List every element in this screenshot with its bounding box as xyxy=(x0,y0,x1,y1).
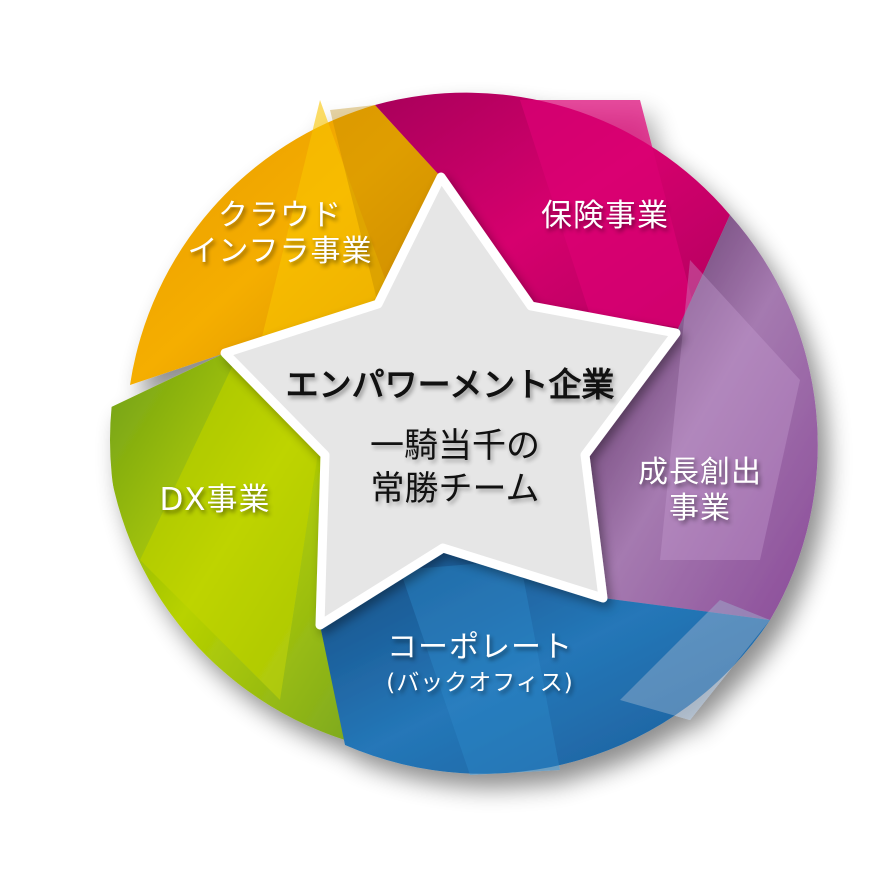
label-cloud-line1: クラウド xyxy=(218,198,342,233)
label-dx: DX事業 xyxy=(140,482,290,519)
label-growth-line2: 事業 xyxy=(669,491,731,526)
label-insurance: 保険事業 xyxy=(510,198,700,235)
center-star xyxy=(220,172,681,630)
center-subtitle-line1: 一騎当千の xyxy=(370,426,540,466)
center-subtitle: 一騎当千の 常勝チーム xyxy=(330,425,580,510)
label-insurance-line1: 保険事業 xyxy=(541,198,669,234)
label-cloud-line2: インフラ事業 xyxy=(187,234,373,269)
label-growth-line1: 成長創出 xyxy=(638,455,762,490)
label-corporate-line1: コーポレート xyxy=(387,630,573,665)
label-corporate: コーポレート (バックオフィス) xyxy=(360,630,600,698)
label-growth: 成長創出 事業 xyxy=(615,455,785,527)
center-subtitle-line2: 常勝チーム xyxy=(370,468,540,509)
center-title: エンパワーメント企業 xyxy=(285,365,615,404)
label-cloud: クラウド インフラ事業 xyxy=(170,198,390,270)
label-corporate-line2: (バックオフィス) xyxy=(386,670,574,696)
label-dx-line1: DX事業 xyxy=(159,482,271,518)
